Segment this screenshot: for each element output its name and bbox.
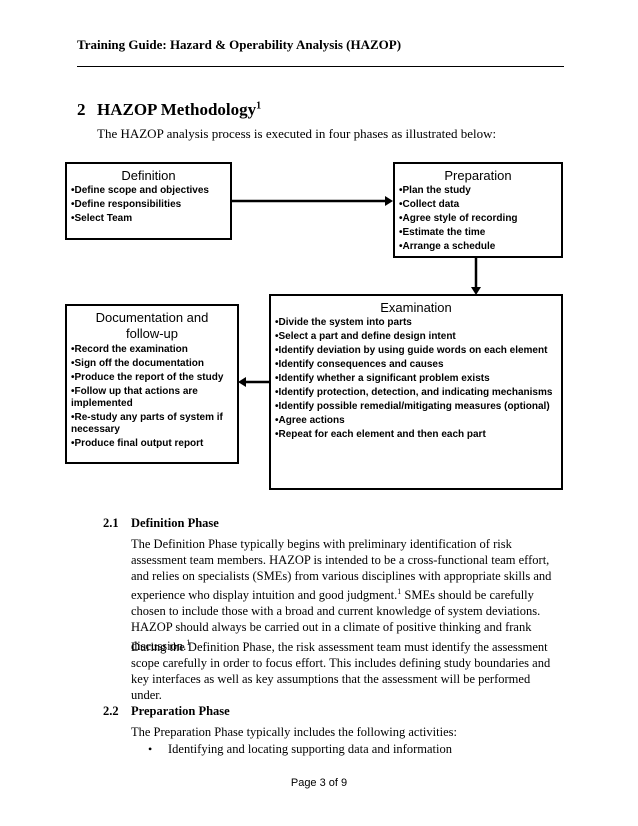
arrow-preparation-to-examination — [471, 258, 481, 295]
preparation-item: •Arrange a schedule — [399, 241, 496, 252]
section-intro: The HAZOP analysis process is executed i… — [97, 126, 497, 141]
examination-item: •Divide the system into parts — [275, 317, 412, 328]
preparation-item: •Plan the study — [399, 185, 471, 196]
subsection-number: 2.2 — [103, 704, 119, 718]
section-number: 2 — [77, 100, 86, 119]
examination-item: •Agree actions — [275, 415, 345, 426]
documentation-box: Documentation and follow-up •Record the … — [65, 304, 239, 464]
subsection-title: Definition Phase — [131, 516, 219, 530]
bullet-item: Identifying and locating supporting data… — [168, 742, 452, 756]
documentation-item: •Follow up that actions are implemented — [71, 386, 198, 409]
definition-item: •Define scope and objectives — [71, 185, 209, 196]
definition-box: Definition •Define scope and objectives … — [65, 162, 232, 240]
documentation-title: Documentation and follow-up — [67, 310, 237, 342]
section-title: HAZOP Methodology1 — [97, 100, 262, 119]
footnote-ref: 1 — [186, 638, 191, 648]
examination-item: •Repeat for each element and then each p… — [275, 429, 486, 440]
documentation-title-line: follow-up — [125, 326, 179, 341]
footnote-ref: 1 — [256, 100, 262, 112]
examination-item: •Identify protection, detection, and ind… — [275, 387, 553, 398]
preparation-item: •Agree style of recording — [399, 213, 518, 224]
examination-title: Examination — [380, 300, 452, 315]
preparation-item: •Collect data — [399, 199, 460, 210]
examination-item: •Identify whether a significant problem … — [275, 373, 490, 384]
definition-item: •Define responsibilities — [71, 199, 182, 210]
footnote-ref: 1 — [397, 587, 402, 596]
preparation-paragraph: The Preparation Phase typically includes… — [131, 725, 457, 739]
definition-paragraph: The Definition Phase typically begins wi… — [131, 537, 552, 654]
document-header-title: Training Guide: Hazard & Operability Ana… — [77, 37, 402, 52]
documentation-item: •Sign off the documentation — [71, 358, 204, 369]
examination-item: •Identify deviation by using guide words… — [275, 345, 548, 356]
documentation-title-line: Documentation and — [95, 310, 209, 325]
definition-title: Definition — [121, 168, 176, 183]
documentation-item: •Produce final output report — [71, 438, 204, 449]
preparation-box: Preparation •Plan the study •Collect dat… — [393, 162, 563, 258]
documentation-item: •Re-study any parts of system if necessa… — [71, 412, 223, 435]
subsection-title: Preparation Phase — [131, 704, 230, 718]
bullet-icon: • — [148, 742, 153, 756]
examination-box: Examination •Divide the system into part… — [269, 294, 563, 490]
definition-item: •Select Team — [71, 213, 133, 224]
header-divider — [77, 66, 564, 67]
examination-item: •Identify possible remedial/mitigating m… — [275, 401, 550, 412]
documentation-item: •Produce the report of the study — [71, 372, 224, 383]
subsection-number: 2.1 — [103, 516, 119, 530]
preparation-item: •Estimate the time — [399, 227, 486, 238]
examination-item: •Select a part and define design intent — [275, 331, 456, 342]
page-number: Page 3 of 9 — [290, 777, 348, 789]
documentation-item: •Record the examination — [71, 344, 188, 355]
examination-item: •Identify consequences and causes — [275, 359, 444, 370]
preparation-title: Preparation — [444, 168, 512, 183]
arrow-definition-to-preparation — [232, 196, 393, 206]
definition-paragraph-2: During the Definition Phase, the risk as… — [131, 640, 551, 702]
arrow-examination-to-documentation — [238, 377, 269, 387]
